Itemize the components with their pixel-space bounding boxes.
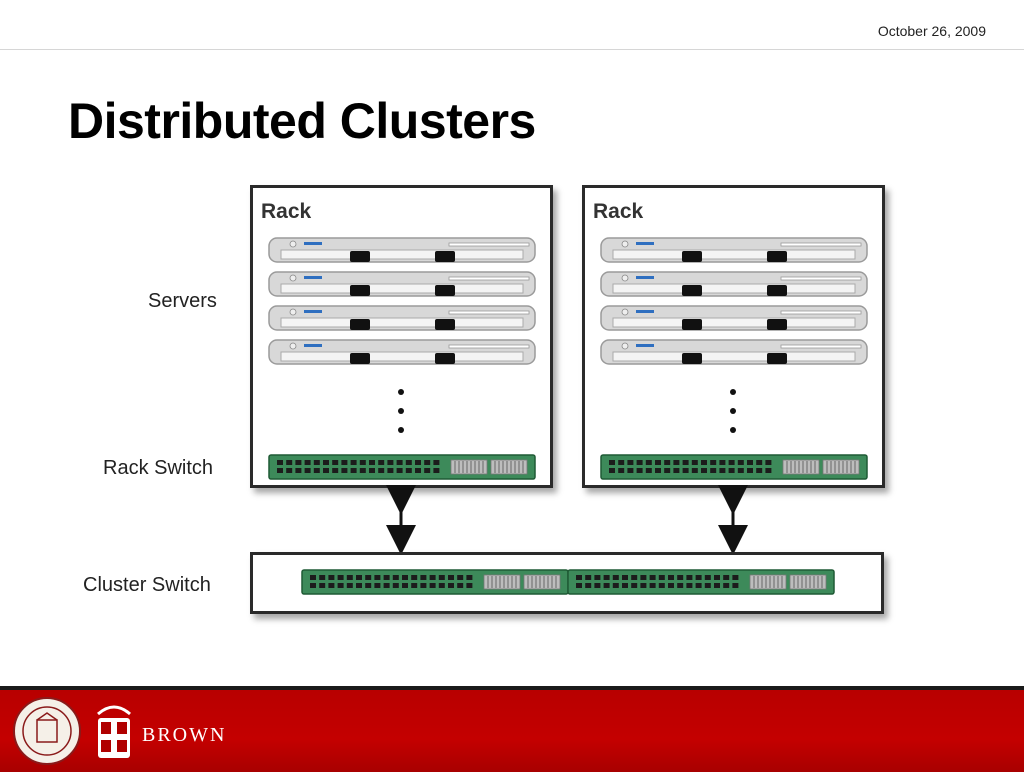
brown-shield-icon	[97, 705, 131, 758]
rack-1: Rack	[250, 185, 553, 488]
ellipsis-dot	[730, 427, 736, 433]
network-switch-unit	[567, 569, 835, 595]
rack-2: Rack	[582, 185, 885, 488]
rack-1-contents	[268, 237, 536, 480]
ellipsis-dot	[730, 408, 736, 414]
date-label: October 26, 2009	[877, 23, 986, 39]
server-unit	[600, 237, 868, 263]
server-unit	[600, 339, 868, 365]
server-unit	[268, 339, 536, 365]
ellipsis-dot	[398, 408, 404, 414]
rack-2-contents	[600, 237, 868, 480]
slide-title: Distributed Clusters	[68, 93, 536, 149]
server-unit	[600, 271, 868, 297]
rack-title: Rack	[593, 200, 644, 223]
network-switch-unit	[268, 454, 536, 480]
rack-switch-label: Rack Switch	[103, 457, 214, 479]
cluster-switch-label: Cluster Switch	[83, 574, 211, 596]
university-seal-icon	[13, 697, 81, 765]
server-unit	[268, 237, 536, 263]
server-unit	[268, 305, 536, 331]
network-switch-unit	[600, 454, 868, 480]
servers-label: Servers	[148, 290, 217, 312]
server-unit	[268, 271, 536, 297]
footer-bar: BROWN	[0, 686, 1024, 772]
ellipsis-dot	[398, 427, 404, 433]
footer-institution-name: BROWN	[142, 724, 227, 746]
ellipsis-dot	[398, 389, 404, 395]
cluster-switch-box	[250, 552, 884, 614]
ellipsis-dot	[730, 389, 736, 395]
server-unit	[600, 305, 868, 331]
rack-title: Rack	[261, 200, 312, 223]
cluster-switch-contents	[301, 569, 835, 595]
network-switch-unit	[301, 569, 569, 595]
header-divider	[0, 49, 1024, 50]
